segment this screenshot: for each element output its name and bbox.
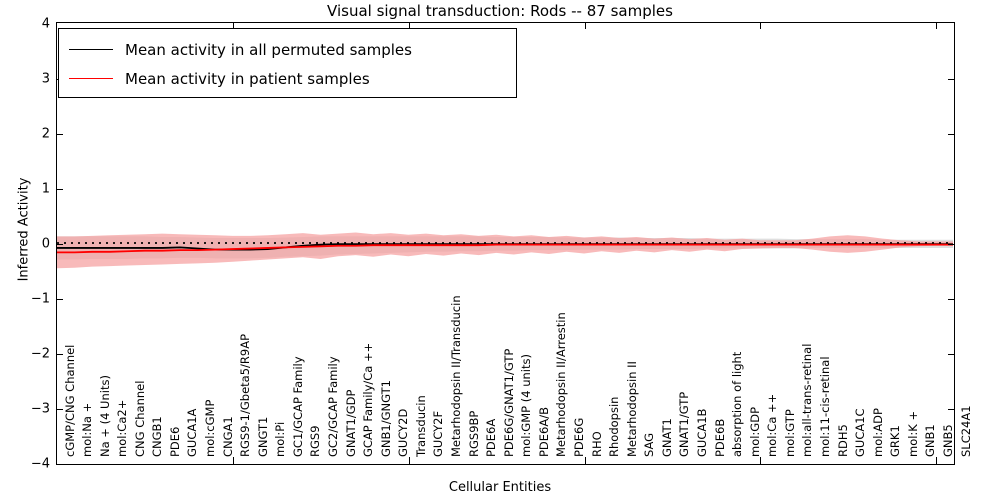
x-category-label: GNGT1	[255, 416, 270, 457]
legend-swatch-permuted-icon	[69, 49, 113, 50]
x-category-label: PDE6A	[484, 418, 499, 457]
x-category-label: SLC24A1	[958, 405, 973, 457]
series-line-patient	[57, 243, 953, 254]
y-tick-mark	[948, 133, 955, 135]
y-tick-mark	[948, 298, 955, 300]
x-category-label: PDE6B	[712, 418, 727, 457]
x-category-label: mol:K +	[905, 410, 920, 457]
x-category-label: GUCA1B	[694, 408, 709, 457]
y-tick-label: 3	[41, 71, 50, 86]
x-category-label: SAG	[642, 432, 657, 457]
x-category-label: CNGB1	[150, 416, 165, 457]
x-category-label: RGS9	[308, 425, 323, 457]
x-category-label: RGS9BP	[466, 410, 481, 457]
x-category-label: mol:11-cis-retinal	[817, 356, 832, 457]
x-category-label: GUCY2D	[396, 408, 411, 457]
y-tick-mark	[56, 298, 63, 300]
y-tick-label: −3	[30, 401, 50, 416]
x-category-label: mol:all-trans-retinal	[800, 343, 815, 457]
legend: Mean activity in all permuted samples Me…	[58, 28, 517, 98]
x-tick-mark	[760, 22, 762, 29]
x-category-label: GNB1	[923, 424, 938, 457]
x-category-label: RHO	[589, 431, 604, 457]
x-category-label: GNB5	[940, 424, 955, 457]
x-category-label: mol:ADP	[870, 408, 885, 457]
x-category-label: mol:GMP (4 units)	[519, 354, 534, 457]
x-category-label: GC2/GCAP Family	[326, 356, 341, 457]
x-category-label: GRK1	[888, 425, 903, 457]
x-tick-mark	[935, 22, 937, 29]
y-tick-mark	[56, 353, 63, 355]
legend-label-permuted: Mean activity in all permuted samples	[125, 40, 412, 59]
x-category-label: GNAT1/GTP	[677, 391, 692, 457]
y-tick-label: −2	[30, 346, 50, 361]
x-category-label: Metarhodopsin II	[624, 361, 639, 457]
x-category-label: Na + (4 Units)	[97, 375, 112, 457]
y-tick-mark	[56, 188, 63, 190]
y-tick-mark	[948, 78, 955, 80]
x-category-label: RDH5	[835, 424, 850, 457]
y-tick-label: 2	[41, 126, 50, 141]
x-category-label: Metarhodopsin II/Transducin	[449, 295, 463, 457]
x-category-label: PDE6A/B	[536, 406, 551, 457]
y-tick-label: −1	[30, 291, 50, 306]
x-tick-mark	[408, 457, 410, 464]
x-category-label: PDE6G	[571, 417, 586, 457]
y-tick-mark	[56, 133, 63, 135]
x-tick-mark	[233, 22, 235, 29]
x-category-label: PDE6G/GNAT1/GTP	[501, 348, 516, 457]
y-tick-mark	[56, 408, 63, 410]
x-tick-mark	[760, 457, 762, 464]
y-tick-mark	[948, 243, 955, 245]
x-axis-label: Cellular Entities	[448, 480, 552, 495]
x-category-label: GUCY2F	[431, 410, 446, 457]
x-category-label: GC1/GCAP Family	[290, 356, 305, 457]
x-category-label: GNAT1	[659, 418, 674, 457]
y-tick-label: 0	[41, 236, 50, 251]
x-category-label: GNB1/GNGT1	[378, 380, 393, 457]
x-tick-mark	[233, 457, 235, 464]
plot-canvas-wrap	[57, 23, 954, 464]
x-category-label: CNG Channel	[132, 380, 147, 457]
x-category-label: CNGA1	[220, 416, 235, 457]
legend-swatch-patient-icon	[69, 78, 113, 79]
y-tick-mark	[948, 353, 955, 355]
x-category-label: Rhodopsin	[607, 396, 622, 457]
y-tick-mark	[948, 188, 955, 190]
x-category-label: GCAP Family/Ca ++	[361, 342, 376, 457]
x-category-label: mol:Ca ++	[765, 393, 780, 457]
confidence-band-patient	[57, 232, 953, 269]
x-category-label: Transducin	[413, 395, 428, 457]
chart-title: Visual signal transduction: Rods -- 87 s…	[327, 2, 673, 20]
x-category-label: mol:cGMP	[203, 399, 218, 457]
legend-label-patient: Mean activity in patient samples	[125, 69, 370, 88]
x-category-label: absorption of light	[730, 351, 745, 457]
legend-item-permuted: Mean activity in all permuted samples	[59, 35, 516, 64]
plot-svg	[57, 232, 953, 269]
x-tick-mark	[584, 22, 586, 29]
x-category-label: mol:GTP	[782, 409, 797, 457]
y-tick-mark	[56, 243, 63, 245]
x-tick-mark	[584, 457, 586, 464]
y-tick-label: −4	[30, 456, 50, 471]
x-category-label: mol:GDP	[747, 406, 762, 457]
x-tick-mark	[408, 22, 410, 29]
x-category-label: mol:Ca2+	[115, 399, 130, 457]
x-category-label: PDE6	[167, 426, 182, 457]
legend-item-patient: Mean activity in patient samples	[59, 64, 516, 93]
x-category-label: mol:Na +	[80, 402, 95, 457]
x-category-label: GUCA1A	[185, 408, 200, 457]
y-tick-label: 4	[41, 16, 50, 31]
y-tick-mark	[948, 408, 955, 410]
x-category-label: RGS9-1/Gbeta5/R9AP	[238, 333, 253, 457]
x-category-label: GUCA1C	[853, 408, 868, 457]
x-category-label: cGMP/CNG Channel	[62, 344, 77, 457]
x-category-label: Metarhodopsin II/Arrestin	[554, 312, 569, 457]
x-tick-mark	[935, 457, 937, 464]
x-category-label: mol:Pi	[273, 421, 288, 457]
y-tick-label: 1	[41, 181, 50, 196]
x-category-label: GNAT1/GDP	[343, 389, 358, 457]
